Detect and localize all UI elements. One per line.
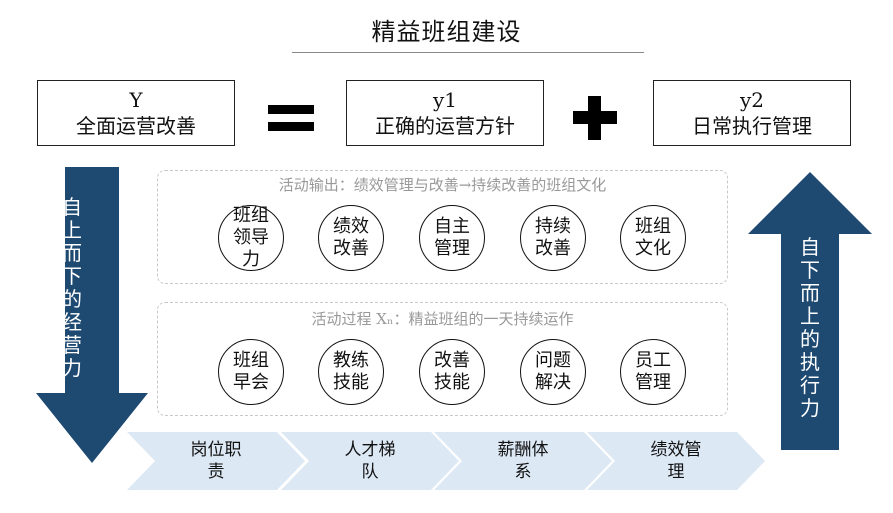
process-panel-label: 活动过程 Xₙ：精益班组的一天持续运作: [311, 310, 574, 328]
box-y1-label: 正确的运营方针: [375, 114, 515, 138]
down-arrow-shape: [36, 167, 148, 463]
output-circle: 自主管理: [419, 205, 485, 271]
box-y1: y1 正确的运营方针: [346, 80, 544, 146]
box-y2-label: 日常执行管理: [692, 114, 812, 138]
right-arrow-text: 自下而上的执行力: [800, 235, 820, 420]
foundation-chevron: [587, 432, 765, 490]
box-y2-symbol: y2: [739, 88, 765, 112]
foundation-chevron: [281, 432, 459, 490]
foundation-chevron: [434, 432, 612, 490]
foundation-chevron: [127, 432, 305, 490]
foundation-label: 薪酬体系: [497, 440, 549, 482]
equals-sign-icon: [268, 102, 314, 134]
process-panel: [157, 302, 728, 416]
process-circle: 问题解决: [520, 339, 586, 405]
box-y1-symbol: y1: [432, 88, 458, 112]
title-underline: [292, 52, 644, 53]
output-panel: [157, 170, 728, 284]
output-circle: 绩效改善: [318, 205, 384, 271]
foundation-label: 岗位职责: [190, 440, 242, 482]
up-arrow-icon: [748, 172, 872, 450]
box-y-symbol: Y: [129, 88, 143, 112]
box-y: Y 全面运营改善: [37, 80, 235, 146]
process-circle: 教练技能: [318, 339, 384, 405]
process-circle: 班组早会: [218, 339, 284, 405]
output-circle: 持续改善: [520, 205, 586, 271]
foundation-label: 人才梯队: [344, 440, 396, 482]
diagram-title: 精益班组建设: [371, 18, 522, 46]
process-circle: 改善技能: [419, 339, 485, 405]
down-arrow-icon: [36, 167, 148, 463]
output-circle: 班组领导力: [218, 205, 284, 271]
output-panel-label: 活动输出：绩效管理与改善→持续改善的班组文化: [278, 176, 607, 194]
output-circle: 班组文化: [620, 205, 686, 271]
process-circle: 员工管理: [620, 339, 686, 405]
box-y2: y2 日常执行管理: [653, 80, 851, 146]
up-arrow-shape: [748, 172, 872, 450]
left-arrow-text: 自上而下的经营力: [62, 195, 82, 380]
foundation-label: 绩效管理: [650, 440, 702, 482]
plus-sign-icon: [573, 96, 617, 140]
box-y-label: 全面运营改善: [76, 114, 196, 138]
